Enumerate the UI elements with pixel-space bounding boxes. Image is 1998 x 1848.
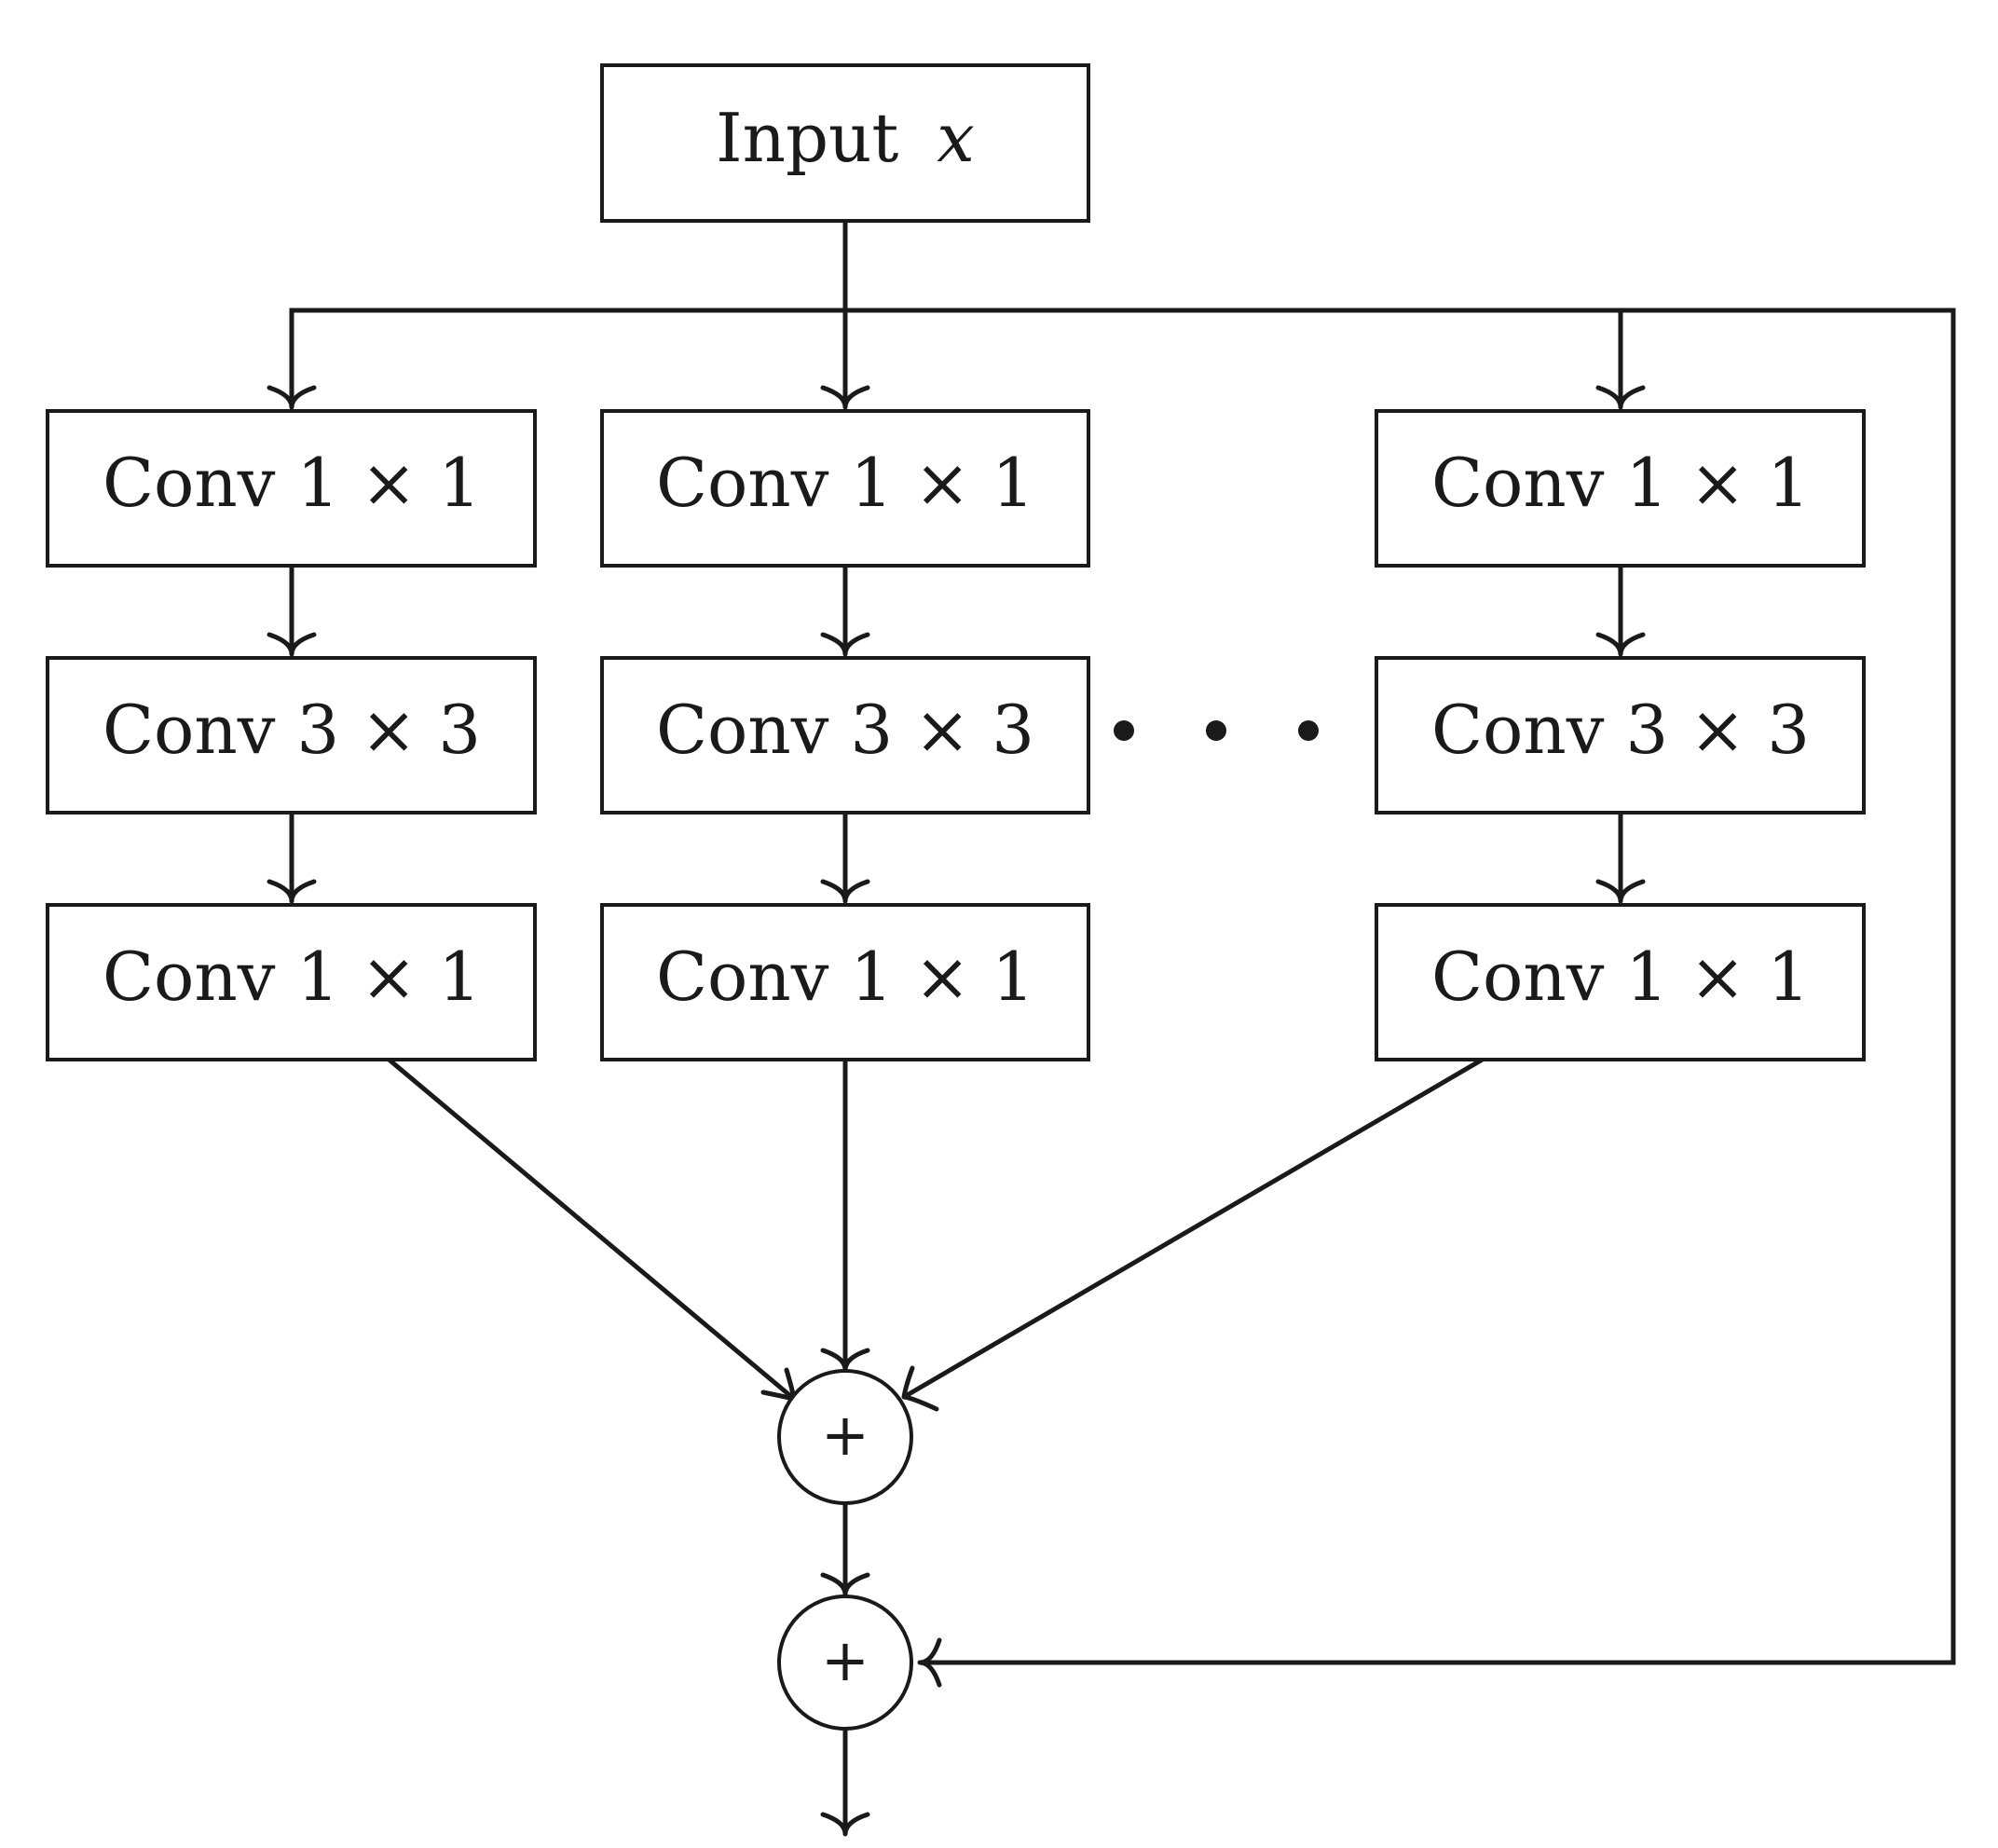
branch-1-layer-3-box: [46, 903, 537, 1061]
arrowhead-output: [820, 1812, 870, 1837]
input-node: Input x: [600, 63, 1090, 223]
arrowheads: [267, 385, 1646, 1837]
branch-1-layer-1-label: Conv 1 × 1: [103, 444, 481, 522]
branch-3-layer-3-box: [1375, 903, 1866, 1061]
arrowhead-branch-2-top: [820, 385, 870, 410]
arrowhead-branch-3-top: [1595, 385, 1646, 410]
branch-3-layer-2-box: [1375, 656, 1866, 814]
residual-sum-node: +: [777, 1595, 913, 1731]
aggregate-sum-circle: [777, 1369, 913, 1505]
arrowhead-branch-1-mid: [267, 632, 317, 657]
arrowhead-branch-2-low: [820, 879, 870, 904]
branch-2-layer-1-label: Conv 1 × 1: [656, 444, 1034, 522]
branch-3-to-sum-line: [902, 1055, 1487, 1400]
branch-3-layer-2-label: Conv 3 × 3: [1431, 691, 1810, 769]
arrowhead-branch-3-low: [1595, 879, 1646, 904]
arrowhead-branch-2-mid: [820, 632, 870, 657]
branch-3-layer-1-label: Conv 1 × 1: [1431, 444, 1810, 522]
arrowhead-residual-from-skip: [917, 1637, 942, 1688]
ellipsis-dot: [1206, 720, 1226, 741]
input-box: [600, 63, 1090, 223]
input-label-text: Input: [716, 99, 898, 177]
branch-3-layer-3-label: Conv 1 × 1: [1431, 938, 1810, 1016]
branch-3: Conv 1 × 1 Conv 3 × 3 Conv 1 × 1: [1375, 409, 1866, 1061]
fanout-bus-and-skip-line: [289, 308, 1956, 1665]
branch-1-layer-3-label: Conv 1 × 1: [103, 938, 481, 1016]
arrowhead-sum-from-right: [901, 1365, 939, 1412]
branch-2-layer-3-box: [600, 903, 1090, 1061]
input-variable: x: [937, 99, 975, 177]
branch-2-layer-2-box: [600, 656, 1090, 814]
input-label: Input x: [716, 99, 975, 177]
ellipsis-dot: [1298, 720, 1319, 741]
ellipsis-dots: [1114, 720, 1319, 741]
branch-2: Conv 1 × 1 Conv 3 × 3 Conv 1 × 1: [600, 409, 1090, 1061]
connections: [289, 222, 1956, 1834]
residual-sum-symbol: +: [821, 1626, 869, 1694]
branch-1: Conv 1 × 1 Conv 3 × 3 Conv 1 × 1: [46, 409, 537, 1061]
arrowhead-branch-3-mid: [1595, 632, 1646, 657]
branch-2-layer-2-label: Conv 3 × 3: [656, 691, 1034, 769]
branch-3-layer-1-box: [1375, 409, 1866, 568]
branch-1-layer-2-label: Conv 3 × 3: [103, 691, 481, 769]
arrowhead-branch-1-low: [267, 879, 317, 904]
branch-1-layer-2-box: [46, 656, 537, 814]
arrowhead-branch-1-top: [267, 385, 317, 410]
ellipsis-dot: [1114, 720, 1134, 741]
branch-2-layer-3-label: Conv 1 × 1: [656, 938, 1034, 1016]
branch-1-layer-1-box: [46, 409, 537, 568]
branch-2-layer-1-box: [600, 409, 1090, 568]
branch-1-to-sum-line: [385, 1056, 796, 1401]
aggregate-sum-symbol: +: [821, 1401, 869, 1469]
aggregate-sum-node: +: [777, 1369, 913, 1505]
residual-sum-circle: [777, 1595, 913, 1731]
